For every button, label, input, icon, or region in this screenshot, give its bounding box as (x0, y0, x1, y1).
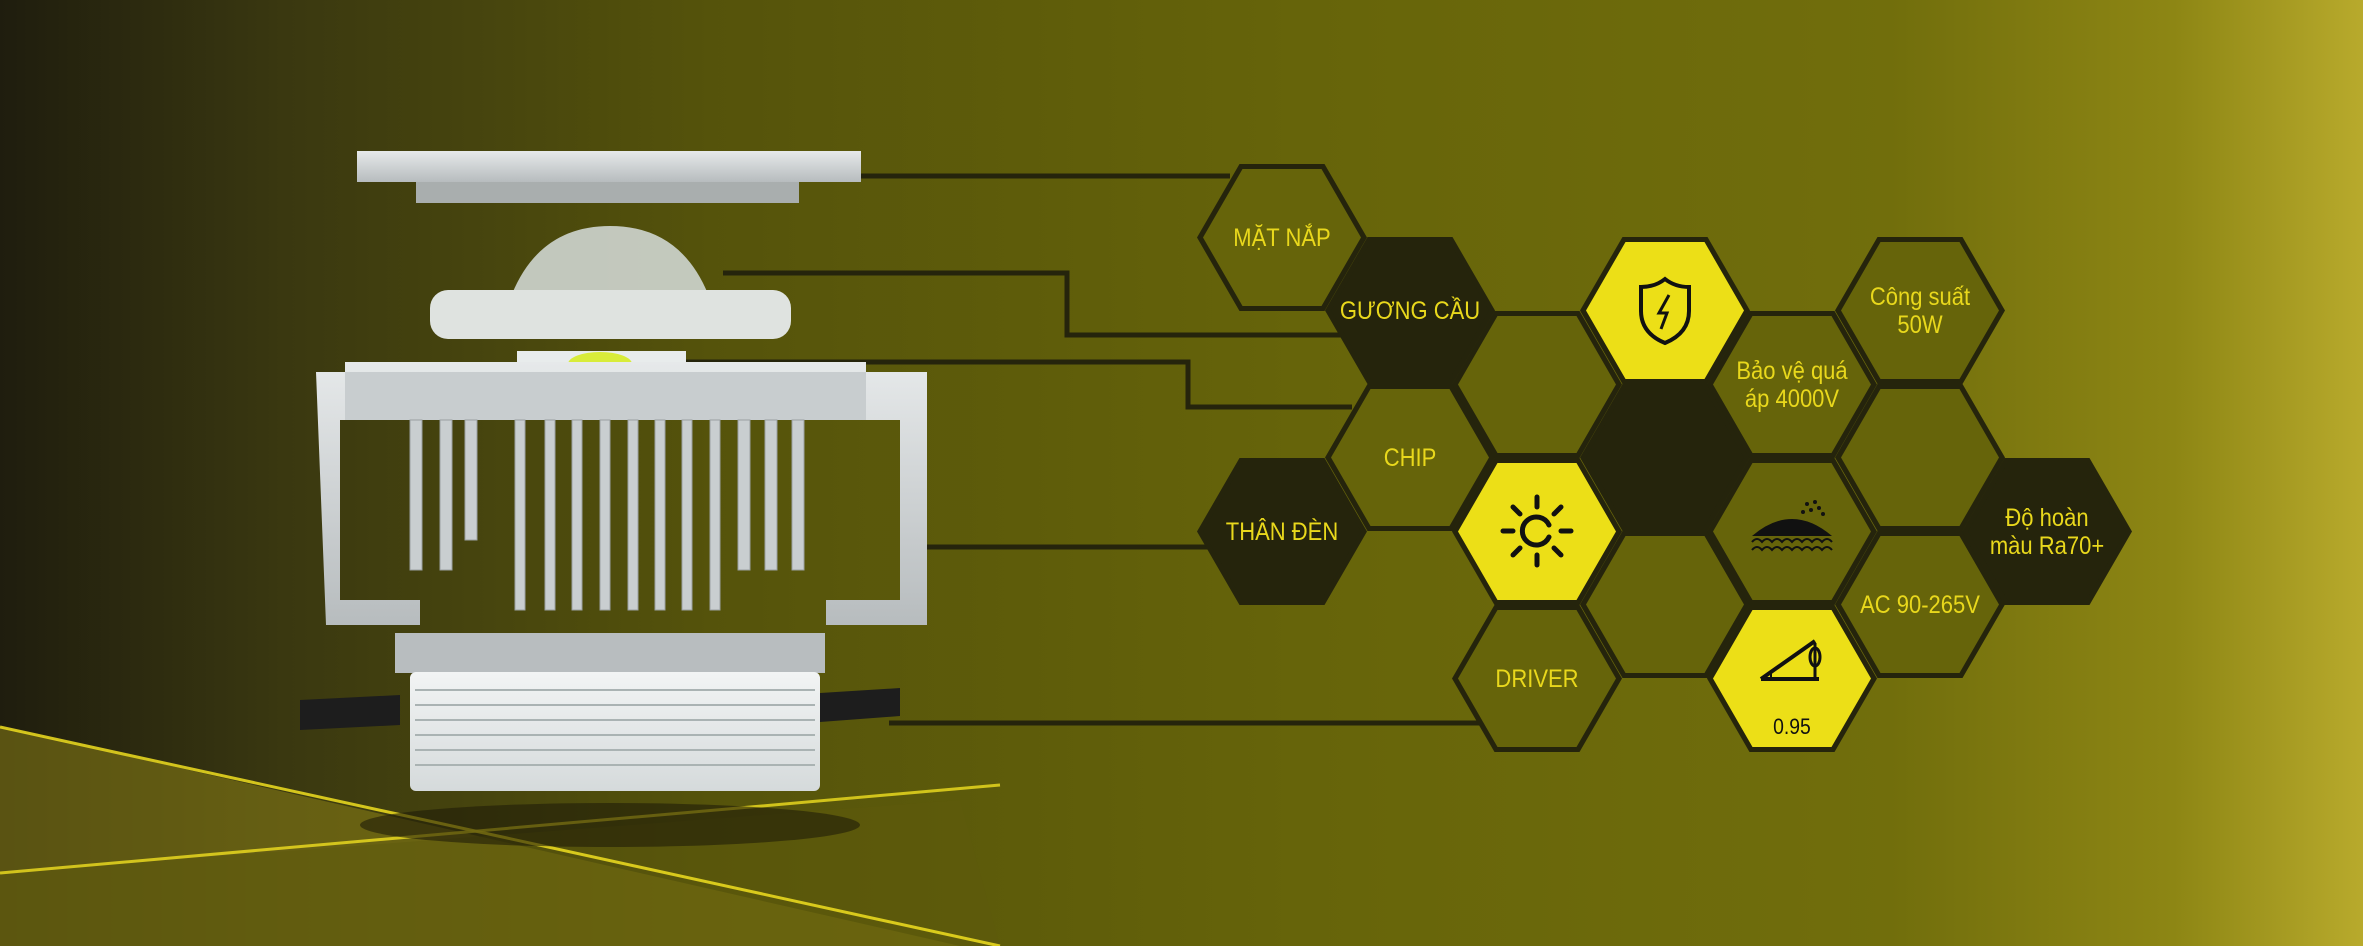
sun-icon (1500, 494, 1574, 568)
shield-lightning-icon (1639, 276, 1691, 346)
label-chip: CHIP (1383, 443, 1437, 472)
hex-blank (1452, 311, 1622, 458)
label-than-den: THÂN ĐÈN (1225, 517, 1339, 546)
hex-power-factor: 0.95 (1707, 605, 1877, 752)
cover-part (357, 151, 861, 203)
label-ac-voltage: AC 90-265V (1860, 590, 1980, 619)
label-driver: DRIVER (1495, 664, 1579, 693)
label-guong-cau: GƯƠNG CẦU (1339, 296, 1481, 325)
hex-light (1452, 458, 1622, 605)
hex-waterproof (1707, 458, 1877, 605)
rain-dome-icon (1751, 500, 1833, 552)
hex-than-den: THÂN ĐÈN (1197, 458, 1367, 605)
heatsink-part (316, 362, 927, 625)
label-mat-nap: MẶT NẮP (1233, 223, 1331, 252)
lens-part (430, 226, 791, 339)
hex-driver: DRIVER (1452, 605, 1622, 752)
connector-lines (686, 173, 1480, 726)
label-power-factor: 0.95 (1773, 714, 1811, 739)
power-factor-icon (1759, 639, 1822, 681)
driver-part (300, 633, 900, 791)
hex-mat-nap: MẶT NẮP (1197, 164, 1367, 311)
